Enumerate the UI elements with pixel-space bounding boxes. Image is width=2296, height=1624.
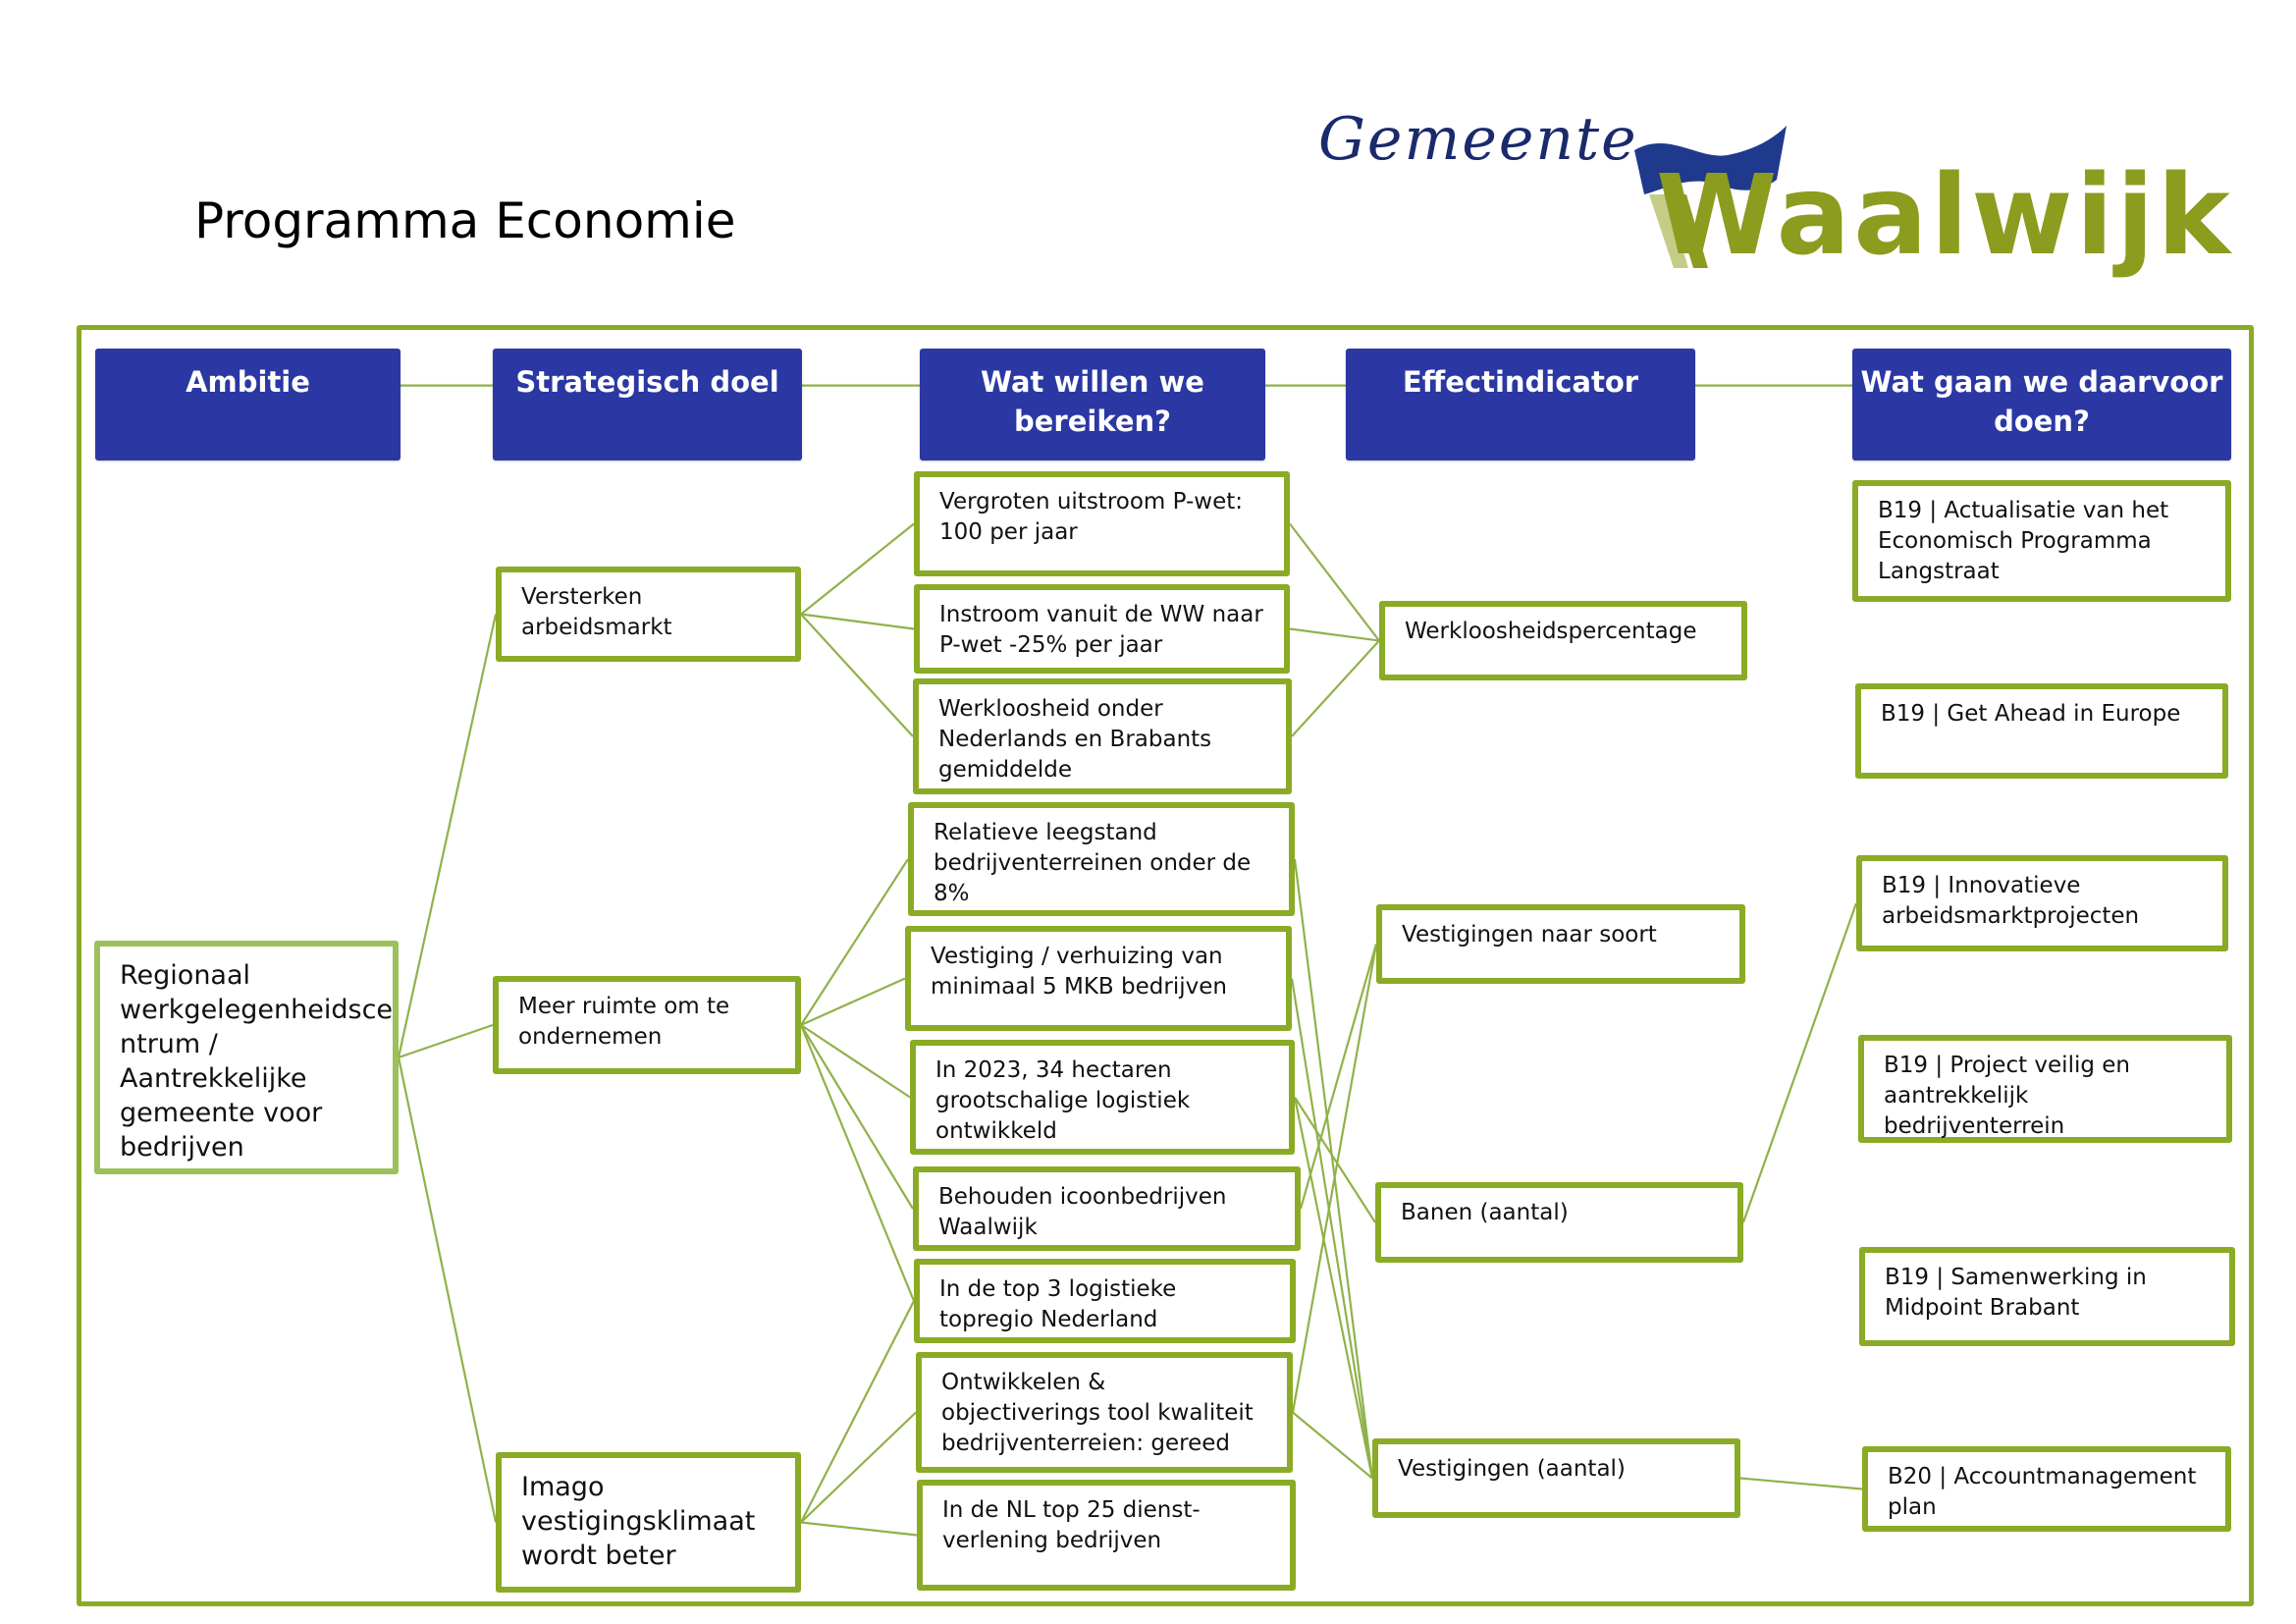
connector-g5-e4 [1290,978,1374,1479]
page-title: Programma Economie [194,192,736,249]
goal-box: Vergroten uitstroom P-wet: 100 per jaar [914,471,1290,576]
header-strategisch-doel: Strategisch doel [493,349,802,460]
connector-g6-e4 [1293,1097,1374,1479]
goal-box: Vestiging / verhuizing van minimaal 5 MK… [905,926,1292,1031]
connector-g2-e1 [1289,627,1380,642]
connector-g9-e2 [1291,944,1378,1413]
header-wat-willen-we-bereiken: Wat willen we bereiken? [920,349,1265,460]
header-wat-gaan-we-doen: Wat gaan we daarvoor doen? [1852,349,2231,460]
goal-box: Instroom vanuit de WW naar P-wet -25% pe… [914,584,1290,674]
strategic-goal-box: Versterken arbeidsmarkt [496,567,801,662]
goal-box: Relatieve leegstand bedrijventerreinen o… [908,802,1295,916]
indicator-box: Vestigingen naar soort [1376,904,1745,984]
goal-box: Ontwikkelen & objectiverings tool kwalit… [916,1352,1293,1473]
connector-g7-e2 [1299,944,1378,1210]
goal-box: Werkloosheid onder Nederlands en Brabant… [913,678,1292,794]
indicator-box: Werkloosheidspercentage [1379,601,1747,680]
strategic-goal-box: Meer ruimte om te ondernemen [493,976,801,1074]
goal-box: In de NL top 25 dienst-verlening bedrijv… [917,1480,1296,1591]
connector-g3-e1 [1291,639,1380,737]
goal-box: Behouden icoonbedrijven Waalwijk [913,1166,1301,1251]
gemeente-waalwijk-logo: Gemeente Waalwijk [1310,103,2230,280]
goal-box: In 2023, 34 hectaren grootschalige logis… [910,1040,1295,1155]
ambition-box: Regionaal werkgelegenheidsce ntrum / Aan… [94,941,399,1174]
connector-s2-g6 [800,1024,911,1099]
indicator-box: Banen (aantal) [1375,1182,1743,1263]
connector-g6-e3 [1294,1096,1376,1223]
connector-e4-a6 [1739,1477,1863,1490]
connector-amb-s1 [397,614,498,1058]
wave-flag-icon [1634,126,1787,268]
connector-amb-s2 [398,1023,494,1059]
connector-s2-g7 [800,1024,914,1210]
indicator-box: Vestigingen (aantal) [1372,1438,1740,1518]
connector-s3-g8 [800,1300,915,1523]
action-box: B20 | Accountmanagement plan [1862,1446,2231,1532]
action-box: B19 | Innovatieve arbeidsmarktprojecten [1856,855,2228,951]
logo-text-gemeente: Gemeente [1318,105,1638,174]
connector-s1-g3 [800,613,914,737]
connector-g4-e4 [1293,858,1374,1479]
action-box: B19 | Samenwerking in Midpoint Brabant [1859,1247,2235,1346]
connector-amb-s3 [397,1056,498,1523]
action-box: B19 | Actualisatie van het Economisch Pr… [1852,480,2231,602]
logo-text-waalwijk: Waalwijk [1656,152,2233,280]
strategic-goal-box: Imago vestigingsklimaat wordt beter [496,1452,801,1593]
diagram-frame [77,325,2254,1606]
connector-e3-a3 [1741,902,1858,1223]
connector-s2-g4 [800,858,909,1026]
connector-s1-g1 [800,522,915,616]
connector-s3-g9 [800,1411,917,1524]
connector-s1-g2 [800,613,915,630]
connector-g9-e4 [1292,1411,1373,1480]
connector-g1-e1 [1289,522,1380,642]
goal-box: In de top 3 logistieke topregio Nederlan… [914,1259,1296,1343]
action-box: B19 | Project veilig en aantrekkelijk be… [1858,1035,2232,1143]
connector-s3-g10 [800,1521,918,1537]
header-effectindicator: Effectindicator [1346,349,1695,460]
connector-s2-g5 [800,977,906,1027]
connector-s2-g8 [799,1024,916,1302]
action-box: B19 | Get Ahead in Europe [1855,683,2228,779]
header-ambitie: Ambitie [95,349,400,460]
